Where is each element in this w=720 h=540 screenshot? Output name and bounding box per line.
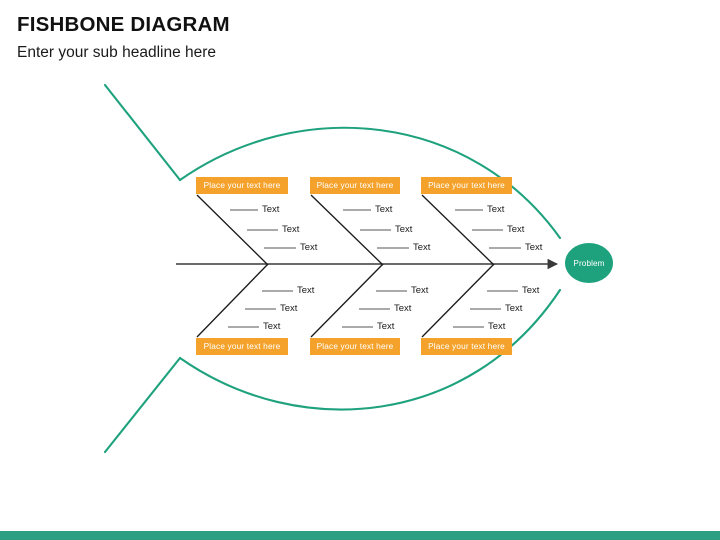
cause-label-bottom-3-1[interactable]: Text	[522, 285, 540, 296]
cause-label-top-1-1[interactable]: Text	[262, 204, 280, 215]
problem-node[interactable]: Problem	[565, 243, 613, 283]
cause-label-top-1-2[interactable]: Text	[282, 224, 300, 235]
fish-tail-fin	[103, 83, 182, 454]
problem-node-label: Problem	[573, 258, 605, 268]
cause-label-bottom-3-2[interactable]: Text	[505, 303, 523, 314]
category-box-bottom-3[interactable]: Place your text here	[421, 338, 512, 355]
cause-label-top-2-1[interactable]: Text	[375, 204, 393, 215]
cause-label-bottom-2-3[interactable]: Text	[377, 321, 395, 332]
cause-label-top-3-2[interactable]: Text	[507, 224, 525, 235]
cause-label-top-3-1[interactable]: Text	[487, 204, 505, 215]
category-box-top-1[interactable]: Place your text here	[196, 177, 288, 194]
cause-label-bottom-1-1[interactable]: Text	[297, 285, 315, 296]
cause-label-bottom-3-3[interactable]: Text	[488, 321, 506, 332]
cause-label-top-2-2[interactable]: Text	[395, 224, 413, 235]
cause-label-top-1-3[interactable]: Text	[300, 242, 318, 253]
category-box-bottom-2[interactable]: Place your text here	[310, 338, 400, 355]
cause-label-bottom-1-3[interactable]: Text	[263, 321, 281, 332]
slide-header: FISHBONE DIAGRAM Enter your sub headline…	[17, 13, 517, 61]
rib-bones-top	[196, 194, 495, 266]
page-title: FISHBONE DIAGRAM	[17, 13, 230, 36]
cause-label-bottom-2-2[interactable]: Text	[394, 303, 412, 314]
cause-label-top-2-3[interactable]: Text	[413, 242, 431, 253]
category-box-bottom-1[interactable]: Place your text here	[196, 338, 288, 355]
rib-bones-bottom	[196, 263, 495, 338]
fish-body-outline	[178, 126, 562, 411]
page-subtitle: Enter your sub headline here	[17, 43, 217, 61]
cause-label-top-3-3[interactable]: Text	[525, 242, 543, 253]
category-box-top-3[interactable]: Place your text here	[421, 177, 512, 194]
cause-label-bottom-1-2[interactable]: Text	[280, 303, 298, 314]
footer-accent-bar	[0, 531, 720, 540]
cause-label-bottom-2-1[interactable]: Text	[411, 285, 429, 296]
category-box-top-2[interactable]: Place your text here	[310, 177, 400, 194]
